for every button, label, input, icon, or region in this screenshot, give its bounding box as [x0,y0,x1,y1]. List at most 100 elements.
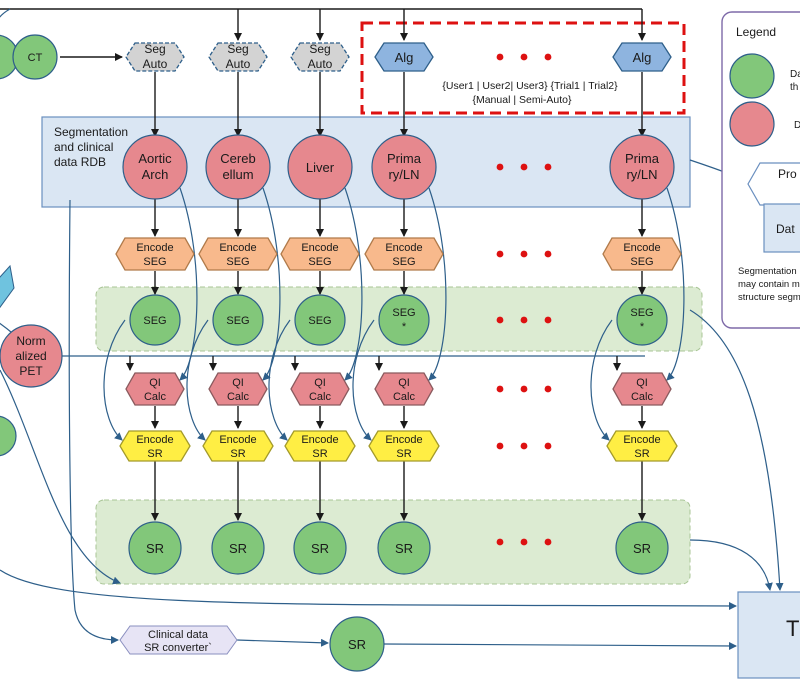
qi-calc-node-2 [290,372,350,406]
left-long-curve [0,569,737,610]
alg-node-4 [612,42,672,72]
qi-calc-node-3 [374,372,434,406]
encode-seg-line2-3: SEG [392,256,415,268]
alg-node-3 [374,42,434,72]
left-curve-1 [0,369,121,585]
ellipsis-dot-6-1 [520,538,528,546]
seg-label-2: SEG [308,315,331,327]
encode-sr-line1-1: Encode [219,434,256,446]
tcia-box [737,591,800,679]
sr-label-3: SR [395,541,413,556]
ellipsis-dot-3-1 [520,316,528,324]
encode-seg-node-2 [280,237,360,271]
seg-panel-to-tcia-curve [689,309,784,591]
ellipsis-dot-3-0 [496,316,504,324]
ellipsis-dot-6-2 [544,538,552,546]
qi-calc-node-1 [208,372,268,406]
structure-line2-3: ry/LN [388,167,419,182]
encode-sr-node-0 [119,430,191,462]
seg-node-0 [129,294,181,346]
structure-line2-1: ellum [222,167,253,182]
structure-line1-2: Liver [306,160,335,175]
encode-sr-node-1 [202,430,274,462]
seg-auto-node-0 [125,42,185,72]
seg-node-4 [616,294,668,346]
structure-line1-3: Prima [387,151,422,166]
sr-label-2: SR [311,541,329,556]
ellipsis-dot-1-1 [520,163,528,171]
structure-node-3 [371,134,437,200]
structure-line2-4: ry/LN [626,167,657,182]
seg-star-3: * [402,321,407,333]
seg-label-4: SEG [630,307,653,319]
ellipsis-dot-4-1 [520,385,528,393]
normalized-pet-line1: Norm [16,334,45,348]
sr-label-1: SR [229,541,247,556]
seg-label-3: SEG [392,307,415,319]
structure-to-qi-curve-0 [179,187,198,381]
seg-to-encodesr-curve-1 [186,319,209,441]
ellipsis-dot-6-0 [496,538,504,546]
structure-to-qi-curve-2 [344,187,363,381]
qi-calc-node-0 [125,372,185,406]
encode-seg-line1-2: Encode [301,242,338,254]
qi-calc-node-4 [612,372,672,406]
clinical-sr-node [329,616,385,672]
structure-node-4 [609,134,675,200]
structure-node-2 [287,134,353,200]
seg-to-encodesr-curve-2 [268,319,291,441]
encode-seg-line2-0: SEG [143,256,166,268]
left-green-circle-bottom [0,415,17,457]
ellipsis-dot-3-2 [544,316,552,324]
ellipsis-dot-4-0 [496,385,504,393]
seg-node-3 [378,294,430,346]
encode-sr-line2-1: SR [230,448,245,460]
ellipsis-dot-2-1 [520,250,528,258]
legend-note-3: structure segm [738,292,800,303]
sr-to-tcia-curve [689,539,773,591]
sr-node-3 [377,521,431,575]
ellipsis-dot-5-2 [544,442,552,450]
qi-calc-line1-4: QI [636,377,648,389]
clinical-converter-line1: Clinical data [148,629,209,641]
sr-node-2 [293,521,347,575]
encode-sr-node-4 [606,430,678,462]
encode-seg-line2-4: SEG [630,256,653,268]
clinical-to-sr-curve [236,638,329,647]
encode-sr-line2-2: SR [312,448,327,460]
encode-seg-node-4 [602,237,682,271]
rdb-label-1: Segmentation [54,125,128,139]
legend-data-swatch [763,203,800,253]
encode-seg-line1-4: Encode [623,242,660,254]
qi-calc-line2-3: Calc [393,391,416,403]
legend-pink-swatch [729,101,775,147]
legend-pink-text: D [794,120,800,131]
seg-to-encodesr-curve-4 [590,319,613,441]
legend-data-text: Dat [776,222,795,236]
qi-calc-line2-1: Calc [227,391,250,403]
structure-to-qi-curve-3 [428,187,447,381]
user-options-line2: {Manual | Semi-Auto} [472,94,572,106]
rdb-label-2: and clinical [54,140,113,154]
encode-sr-line2-0: SR [147,448,162,460]
legend-note-2: may contain m [738,279,800,290]
sr-node-1 [211,521,265,575]
rdb-to-clinical-curve [68,199,119,644]
normalized-pet-node [0,324,63,388]
seg-auto-line1-0: Seg [144,42,165,56]
sr-node-0 [128,521,182,575]
legend-title: Legend [736,25,776,39]
sr-node-4 [615,521,669,575]
alg-label-3: Alg [395,50,414,65]
encode-sr-line1-0: Encode [136,434,173,446]
rdb-label-3: data RDB [54,155,106,169]
encode-seg-node-0 [115,237,195,271]
ellipsis-dot-1-2 [544,163,552,171]
encode-sr-line2-4: SR [634,448,649,460]
ellipsis-dot-2-0 [496,250,504,258]
structure-line1-4: Prima [625,151,660,166]
seg-node-2 [294,294,346,346]
seg-auto-line2-1: Auto [226,57,251,71]
encode-seg-node-3 [364,237,444,271]
seg-to-encodesr-curve-3 [352,319,375,441]
